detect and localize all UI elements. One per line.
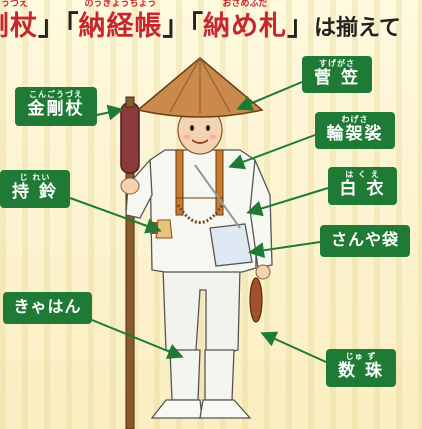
label-kongozue-ruby: こんごうづえ (29, 90, 83, 99)
wagesa-stole (175, 149, 224, 216)
label-sanyabukuro-text: さんや袋 (330, 230, 399, 249)
headline-text-osamefuda: 納め札 (203, 11, 287, 42)
label-hakue-text: 白 衣 (339, 179, 386, 199)
headline-text-nokyocho: 納経帳 (78, 11, 163, 42)
sanyabukuro-bag (194, 164, 253, 267)
pointer-arrows (69, 81, 329, 363)
label-wagesa: わげさ 輪袈裟 (315, 112, 395, 149)
label-sugegasa-ruby: すげがさ (319, 59, 355, 68)
label-wagesa-text: 輪袈裟 (326, 124, 384, 144)
headline-bracket: 」「 (162, 11, 204, 42)
kongozue-staff (120, 96, 140, 429)
juzu-beads (249, 277, 263, 323)
headline-item-osamefuda: おさめふだ 納め札 (203, 0, 287, 40)
pilgrim-legs (150, 267, 252, 419)
headline-suffix: は揃えて (314, 16, 401, 41)
headline-text-kongozue: 金剛杖 (0, 11, 38, 42)
label-jirei-ruby: じ れい (19, 173, 51, 182)
headline-item-kongozue: こんごうづえ 金剛杖 (0, 0, 38, 40)
label-sugegasa-text: 菅 笠 (314, 68, 360, 88)
label-sugegasa: すげがさ 菅 笠 (302, 56, 372, 93)
label-hakue-ruby: は く え (345, 170, 380, 179)
label-jirei: じ れい 持 鈴 (0, 170, 70, 208)
label-kyahan: きゃはん (3, 292, 92, 324)
headline-ruby-nokyocho: のうきょうちょう (84, 0, 157, 9)
label-sanyabukuro: さんや袋 (320, 225, 410, 257)
label-wagesa-ruby: わげさ (341, 115, 369, 124)
label-kongozue-text: 金剛杖 (27, 99, 85, 119)
headline-bracket: 」 (287, 11, 314, 42)
label-kyahan-text: きゃはん (13, 297, 82, 316)
label-jirei-text: 持 鈴 (12, 182, 58, 202)
label-kongozue: こんごうづえ 金剛杖 (15, 87, 97, 126)
label-juzu: じゅ ず 数 珠 (326, 349, 396, 387)
label-hakue: は く え 白 衣 (328, 167, 397, 205)
chest-beads (176, 204, 224, 224)
headline-item-nokyocho: のうきょうちょう 納経帳 (79, 0, 163, 40)
label-juzu-ruby: じゅ ず (345, 352, 377, 361)
headline-ruby-osamefuda: おさめふだ (222, 0, 268, 9)
headline: こんごうづえ 金剛杖 」「 のうきょうちょう 納経帳 」「 おさめふだ 納め札 … (0, 0, 401, 44)
label-juzu-text: 数 珠 (338, 361, 384, 381)
headline-bracket: 」「 (38, 11, 79, 42)
sugegasa-hat (136, 57, 264, 118)
headline-ruby-kongozue: こんごうづえ (0, 0, 28, 9)
